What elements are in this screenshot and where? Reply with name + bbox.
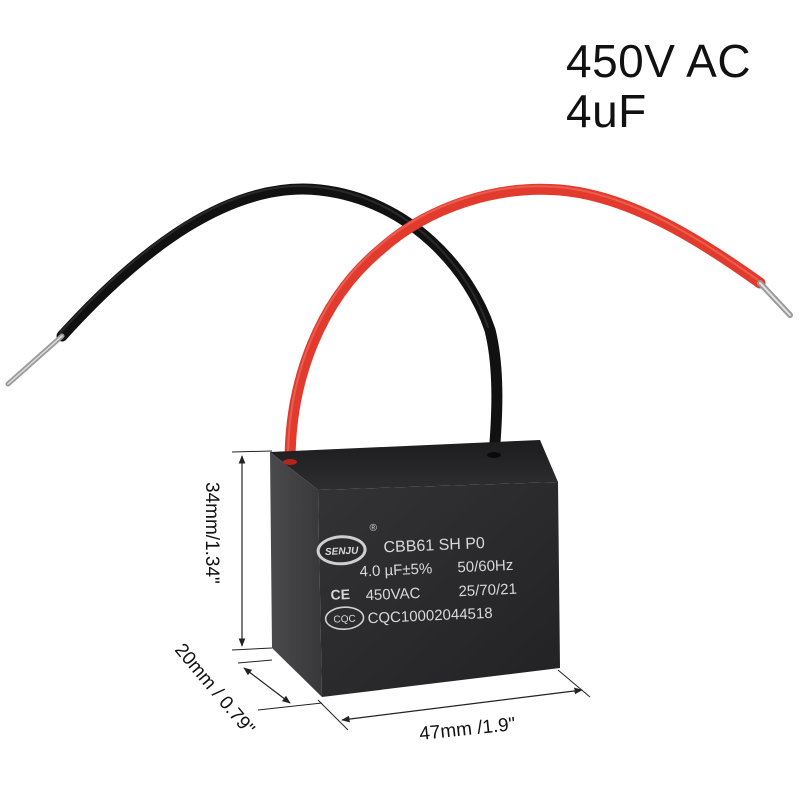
- voltage-rating-text: 450VAC: [365, 585, 421, 604]
- climatic-category-text: 25/70/21: [458, 581, 517, 601]
- registered-mark: ®: [369, 523, 377, 534]
- ce-mark: CE: [330, 586, 350, 603]
- voltage-spec: 450V AC: [566, 35, 752, 87]
- svg-text:SENJU: SENJU: [325, 546, 360, 558]
- capacitor-markings: SENJU ® CBB61 SH P0 4.0 µF±5% 50/60Hz CE…: [316, 523, 517, 631]
- capacitor-top-face: [270, 440, 558, 490]
- depth-label: 20mm / 0.79": [170, 640, 258, 740]
- red-wire: [284, 183, 793, 468]
- capacitor-body: SENJU ® CBB61 SH P0 4.0 µF±5% 50/60Hz CE…: [270, 440, 560, 697]
- capacitor-front-face: [318, 482, 560, 697]
- height-dimension: 34mm/1.34": [201, 450, 273, 651]
- height-label: 34mm/1.34": [201, 482, 222, 584]
- width-label: 47mm /1.9": [418, 714, 516, 745]
- capacitor-side-face: [270, 452, 322, 697]
- cqc-logo: CQC: [324, 606, 365, 631]
- capacitance-text: 4.0 µF±5%: [359, 560, 432, 580]
- capacitance-spec: 4uF: [566, 85, 647, 137]
- brand-logo: SENJU: [316, 535, 367, 566]
- spec-title: 450V AC 4uF: [566, 36, 751, 136]
- model-text: CBB61 SH P0: [383, 535, 485, 556]
- certification-text: CQC10002044518: [367, 605, 493, 627]
- frequency-text: 50/60Hz: [457, 557, 514, 576]
- svg-text:CQC: CQC: [333, 614, 356, 626]
- black-wire: [5, 183, 503, 461]
